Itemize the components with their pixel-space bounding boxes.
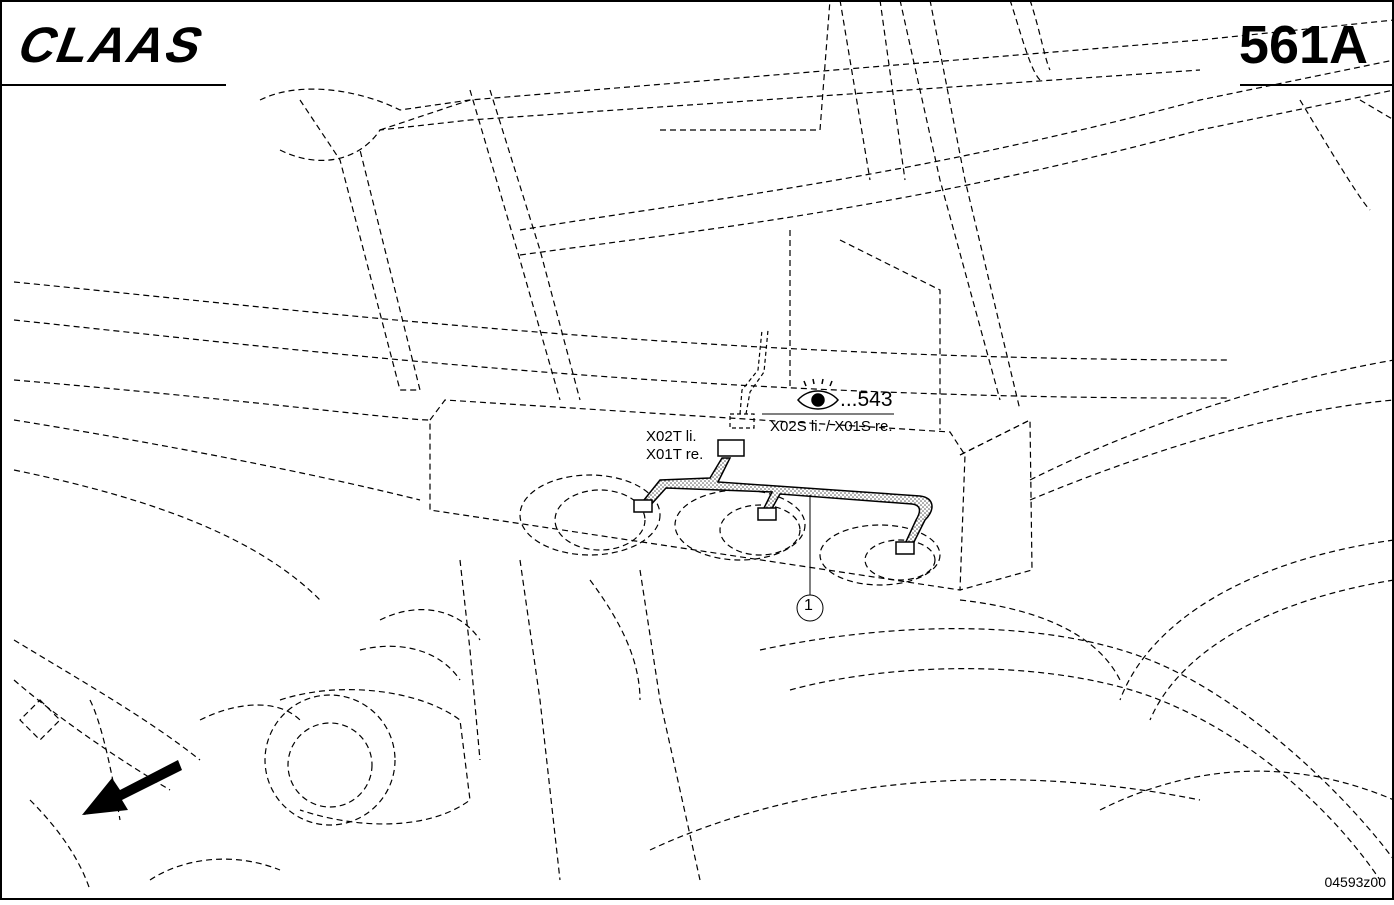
- view-reference-label: ...543: [840, 388, 893, 411]
- eye-icon: [797, 378, 839, 410]
- connector-x02t-label: X02T li.: [646, 428, 697, 445]
- connector-x01t-label: X01T re.: [646, 446, 704, 463]
- direction-arrow-icon: [82, 760, 182, 815]
- svg-text:CLAAS: CLAAS: [12, 16, 213, 72]
- connector-x02s-label: X02S li. / X01S re.: [770, 418, 893, 435]
- wiring-harness: [638, 457, 933, 547]
- leader-lines: [762, 413, 894, 622]
- brand-logo: CLAAS: [12, 16, 213, 72]
- drawing-number: 04593z00: [1324, 874, 1386, 890]
- mating-plug: [729, 329, 769, 429]
- harness-connectors: [633, 439, 915, 555]
- item-callout-1: 1: [804, 597, 813, 614]
- page-number: 561A: [1238, 15, 1368, 75]
- machine-outline: [13, 0, 1394, 891]
